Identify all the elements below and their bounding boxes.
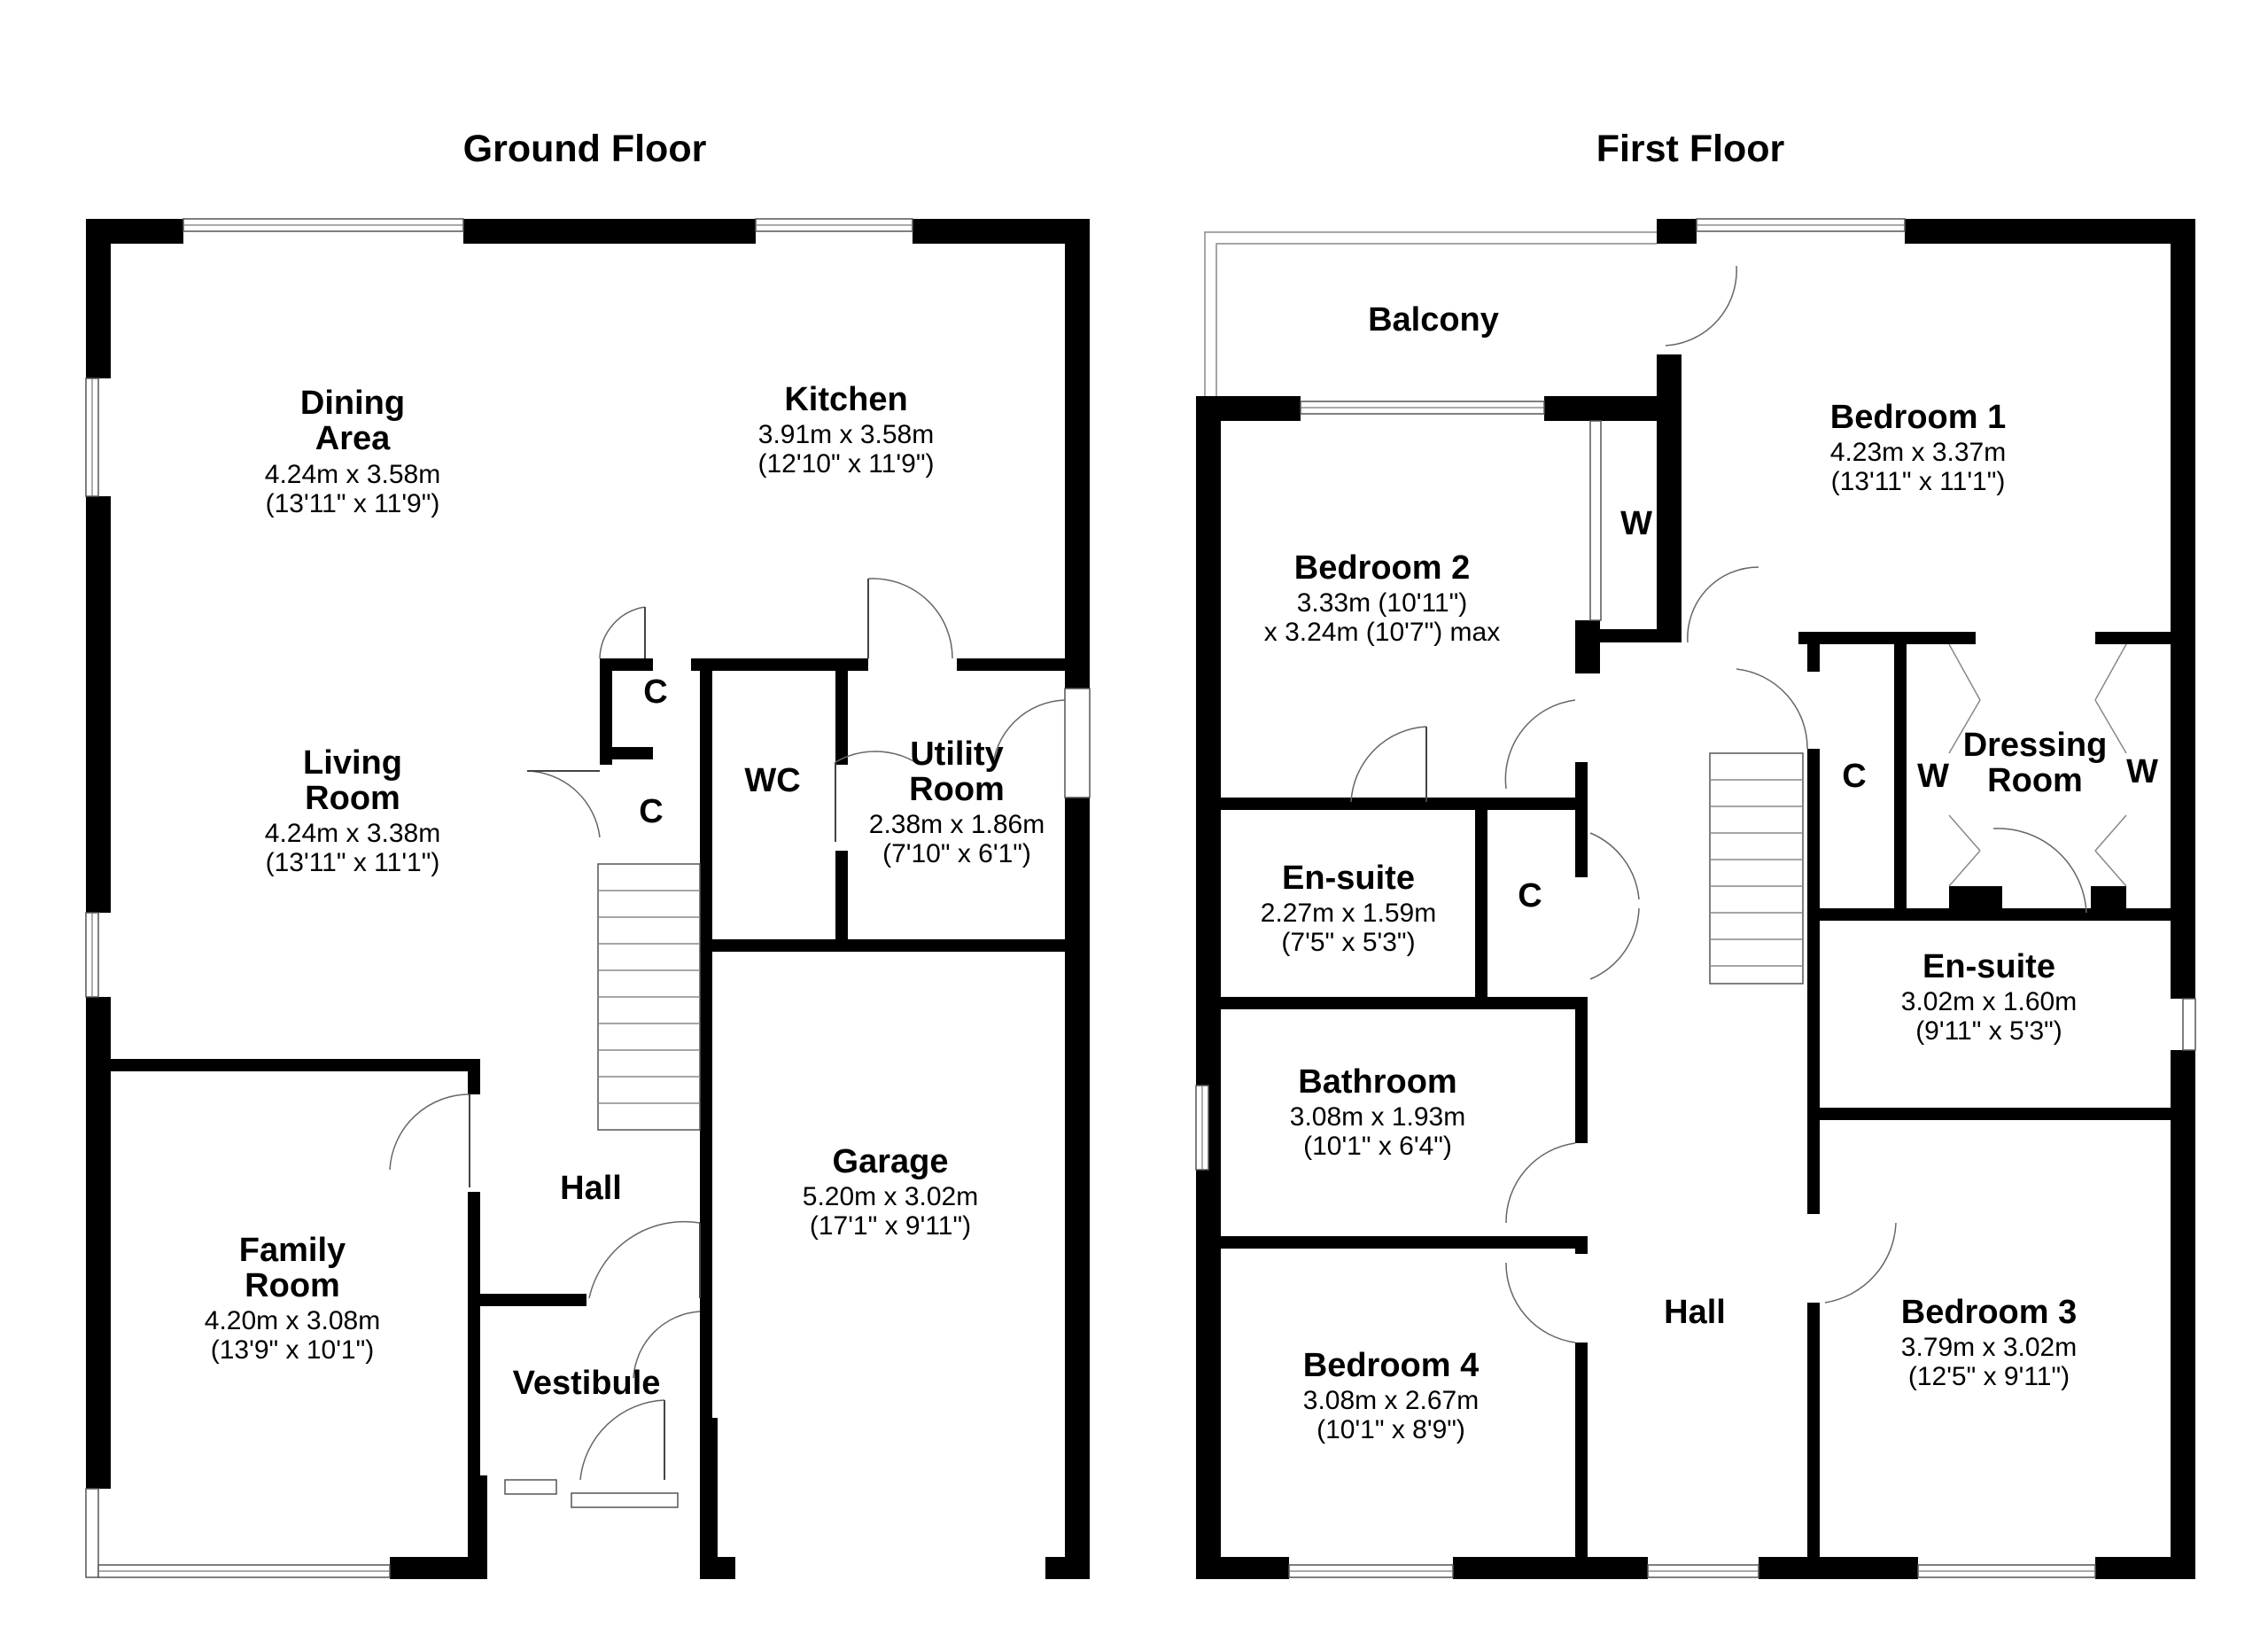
room-label-text: 2.38m x 1.86m	[869, 810, 1045, 839]
room-label-text: (17'1" x 9'11")	[810, 1211, 971, 1241]
room-label-text: 5.20m x 3.02m	[803, 1182, 978, 1211]
room-label-text: (13'9" x 10'1")	[211, 1335, 375, 1365]
ground-windows	[85, 218, 1091, 1578]
room-label-text: (12'5" x 9'11")	[1908, 1362, 2070, 1391]
room-label-text: Hall	[560, 1170, 622, 1207]
room-wardrobe-dressing-right: W	[2126, 753, 2158, 790]
room-label-text: 3.02m x 1.60m	[1901, 987, 2077, 1016]
ground-staircase	[597, 863, 701, 1131]
room-ensuite-bedroom-1: En-suite 3.02m x 1.60m (9'11" x 5'3")	[1901, 948, 2077, 1046]
room-label-text: 4.24m x 3.58m	[265, 460, 440, 489]
room-dining-area: Dining Area 4.24m x 3.58m (13'11" x 11'9…	[265, 385, 440, 518]
room-wc: WC	[744, 762, 800, 799]
room-garage: Garage 5.20m x 3.02m (17'1" x 9'11")	[803, 1143, 978, 1241]
balcony-railing	[1204, 231, 1657, 396]
room-label-text: WC	[744, 762, 800, 799]
room-label-text: Room	[1987, 762, 2083, 799]
room-label-text: W	[1620, 505, 1652, 542]
room-kitchen: Kitchen 3.91m x 3.58m (12'10" x 11'9")	[758, 381, 935, 479]
room-label-text: (13'11" x 11'9")	[266, 489, 440, 518]
room-label-text: Vestibule	[513, 1365, 661, 1402]
room-label-text: (7'5" x 5'3")	[1281, 928, 1415, 957]
ground-floor-plan: Ground Floor	[85, 128, 1091, 1579]
room-label-text: Hall	[1664, 1294, 1726, 1331]
room-dressing-room: Dressing Room	[1963, 727, 2108, 799]
room-label-text: Bedroom 4	[1303, 1347, 1479, 1384]
room-label-text: (12'10" x 11'9")	[758, 449, 935, 479]
room-label-text: W	[2126, 753, 2158, 790]
room-hall-first: Hall	[1664, 1294, 1726, 1331]
room-wardrobe-dressing-left: W	[1917, 758, 1949, 795]
first-windows	[1195, 218, 2196, 1578]
room-label-text: Utility	[910, 735, 1004, 773]
room-label-text: Bedroom 2	[1294, 549, 1470, 587]
room-label-text: 4.24m x 3.38m	[265, 819, 440, 848]
room-wardrobe-bedroom-2: W	[1620, 505, 1652, 542]
room-label-text: (9'11" x 5'3")	[1915, 1016, 2062, 1046]
room-balcony: Balcony	[1368, 301, 1499, 339]
first-walls	[1196, 219, 2195, 1579]
room-ensuite-bedroom-2: En-suite 2.27m x 1.59m (7'5" x 5'3")	[1261, 860, 1436, 957]
room-label-text: Dining	[300, 385, 405, 422]
room-label-text: Kitchen	[784, 381, 907, 418]
room-utility-room: Utility Room 2.38m x 1.86m (7'10" x 6'1"…	[869, 735, 1045, 868]
room-label-text: Balcony	[1368, 301, 1499, 339]
room-cupboard-upper: C	[643, 673, 667, 711]
room-label-text: Family	[239, 1232, 346, 1269]
room-cupboard-lower: C	[639, 793, 663, 830]
room-label-text: (7'10" x 6'1")	[882, 839, 1031, 868]
room-label-text: 2.27m x 1.59m	[1261, 899, 1436, 928]
room-label-text: 4.20m x 3.08m	[205, 1306, 380, 1335]
room-label-text: (13'11" x 11'1")	[266, 848, 440, 877]
room-label-text: Bedroom 3	[1901, 1294, 2077, 1331]
room-bathroom: Bathroom 3.08m x 1.93m (10'1" x 6'4")	[1290, 1063, 1465, 1161]
room-bedroom-1: Bedroom 1 4.23m x 3.37m (13'11" x 11'1")	[1830, 399, 2006, 496]
room-label-text: Living	[303, 744, 402, 782]
room-label-text: (13'11" x 11'1")	[1831, 467, 2006, 496]
room-label-text: W	[1917, 758, 1949, 795]
room-label-text: 3.08m x 2.67m	[1303, 1386, 1479, 1415]
room-label-text: x 3.24m (10'7") max	[1264, 618, 1500, 647]
room-label-text: (10'1" x 8'9")	[1317, 1415, 1465, 1444]
room-label-text: Bathroom	[1298, 1063, 1456, 1101]
first-floor-plan: First Floor	[1195, 128, 2196, 1579]
room-label-text: 3.79m x 3.02m	[1901, 1333, 2077, 1362]
room-label-text: Room	[245, 1267, 340, 1304]
room-label-text: Area	[315, 420, 391, 457]
room-label-text: En-suite	[1922, 948, 2055, 985]
room-label-text: En-suite	[1282, 860, 1415, 897]
room-label-text: (10'1" x 6'4")	[1303, 1132, 1452, 1161]
room-label-text: C	[639, 793, 663, 830]
ground-doors	[389, 578, 1066, 1481]
room-bedroom-3: Bedroom 3 3.79m x 3.02m (12'5" x 9'11")	[1901, 1294, 2077, 1391]
room-label-text: C	[643, 673, 667, 711]
room-family-room: Family Room 4.20m x 3.08m (13'9" x 10'1"…	[205, 1232, 380, 1365]
room-label-text: Dressing	[1963, 727, 2108, 764]
room-bedroom-4: Bedroom 4 3.08m x 2.67m (10'1" x 8'9")	[1303, 1347, 1479, 1444]
room-label-text: C	[1842, 758, 1866, 795]
room-label-text: Room	[909, 771, 1005, 808]
room-label-text: Room	[305, 780, 400, 817]
first-floor-title: First Floor	[1596, 128, 1785, 170]
first-staircase	[1709, 752, 1804, 985]
room-label-text: 3.33m (10'11")	[1297, 588, 1468, 618]
room-label-text: C	[1518, 877, 1542, 915]
room-hall-ground: Hall	[560, 1170, 622, 1207]
first-doors	[1350, 265, 2127, 1343]
room-living-room: Living Room 4.24m x 3.38m (13'11" x 11'1…	[265, 744, 440, 877]
room-label-text: 4.23m x 3.37m	[1830, 438, 2006, 467]
ground-walls	[86, 219, 1090, 1579]
room-label-text: Garage	[833, 1143, 949, 1180]
ground-floor-title: Ground Floor	[463, 128, 707, 170]
room-vestibule: Vestibule	[513, 1365, 661, 1402]
room-label-text: Bedroom 1	[1830, 399, 2006, 436]
room-label-text: 3.08m x 1.93m	[1290, 1102, 1465, 1132]
room-cupboard-first-right: C	[1842, 758, 1866, 795]
room-bedroom-2: Bedroom 2 3.33m (10'11") x 3.24m (10'7")…	[1264, 549, 1500, 647]
room-label-text: 3.91m x 3.58m	[758, 420, 934, 449]
room-cupboard-first-left: C	[1518, 877, 1542, 915]
